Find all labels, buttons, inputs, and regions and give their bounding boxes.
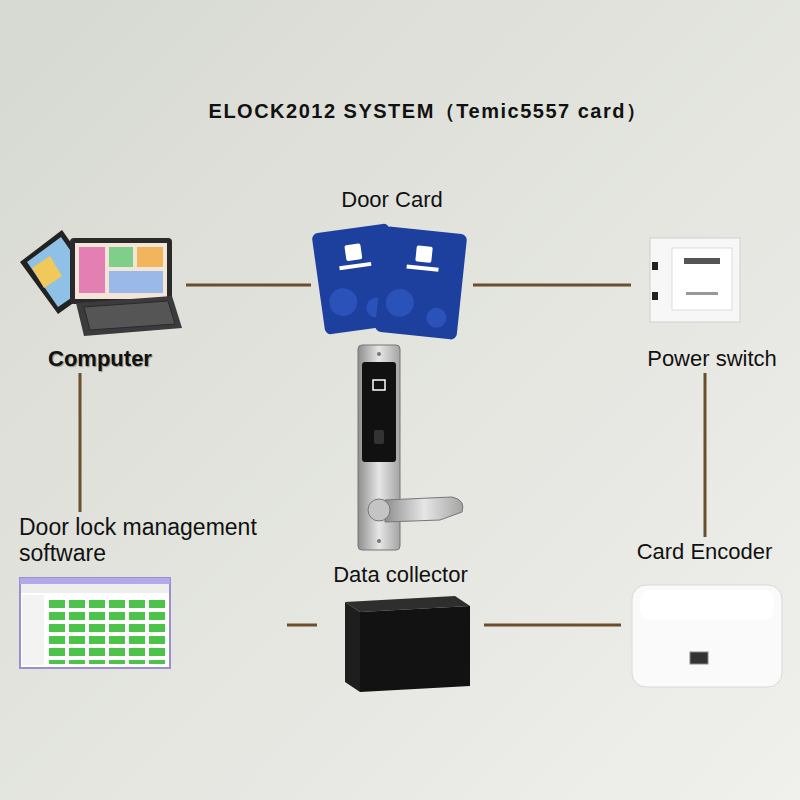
screen-panel (109, 247, 133, 267)
reader-icon (373, 380, 385, 390)
usb-port (690, 652, 708, 664)
tablet-frame (70, 238, 172, 304)
card-pattern (425, 307, 447, 329)
screw (377, 352, 381, 356)
device-node: Computer (14, 228, 186, 373)
screen-figure (32, 256, 62, 288)
card-encoder-picture (632, 585, 782, 687)
node-label: Card Encoder (625, 539, 784, 564)
node-label: Power switch (635, 346, 789, 371)
toolbar (21, 584, 169, 593)
node-label: Door Card (315, 187, 469, 212)
card (375, 226, 468, 340)
handle-rose (368, 499, 390, 521)
card-pattern (327, 286, 359, 318)
node-label: Computer (18, 346, 182, 371)
device-node: Power switch (631, 235, 793, 373)
diagram-title: ELOCK2012 SYSTEM（Temic5557 card） (0, 98, 800, 125)
card-logo (406, 264, 438, 271)
screen-panel (137, 247, 163, 267)
card-pattern (384, 288, 415, 319)
wire-connector (186, 284, 311, 287)
computer-picture (20, 230, 182, 336)
card-logo (415, 245, 433, 263)
lock-panel (362, 362, 396, 462)
tablet-screen (75, 243, 167, 299)
switch-body (650, 238, 740, 322)
power-switch-picture (650, 238, 740, 322)
device-node: Data collector (317, 560, 484, 692)
card-logo (344, 243, 362, 261)
device-node: Door Card (311, 185, 473, 337)
wire-connector (704, 373, 707, 537)
device-node: Card Encoder (621, 537, 788, 692)
node-label: Data collector (321, 562, 480, 587)
wire-connector (484, 624, 621, 627)
collector-side (345, 602, 360, 692)
collector-front (360, 606, 470, 692)
door-lock-picture (358, 345, 463, 550)
switch-tab (652, 262, 658, 270)
lock-handle (385, 497, 463, 522)
switch-marking (686, 292, 718, 295)
node-label: Door lock management software (19, 514, 283, 567)
encoder-body (632, 585, 782, 687)
window (20, 578, 170, 668)
switch-tab (652, 292, 658, 300)
software-picture (20, 578, 170, 668)
data-collector-picture (345, 596, 470, 692)
switch-face (672, 248, 732, 310)
card-slot (684, 258, 720, 264)
keyboard (76, 296, 182, 336)
card-logo (339, 262, 371, 270)
screen-panel (79, 247, 105, 293)
title-bar (20, 578, 170, 584)
wire-connector (287, 624, 317, 627)
wire-connector (473, 284, 631, 287)
room-grid (48, 598, 168, 664)
device-node: Door lock management software (15, 512, 287, 672)
encoder-highlight (640, 590, 774, 620)
keys (84, 301, 175, 330)
screen-panel (109, 271, 163, 293)
screw (377, 539, 381, 543)
door-card-picture (311, 223, 467, 340)
wire-connector (79, 373, 82, 512)
tree-panel (22, 595, 44, 665)
key-cylinder (374, 430, 384, 444)
